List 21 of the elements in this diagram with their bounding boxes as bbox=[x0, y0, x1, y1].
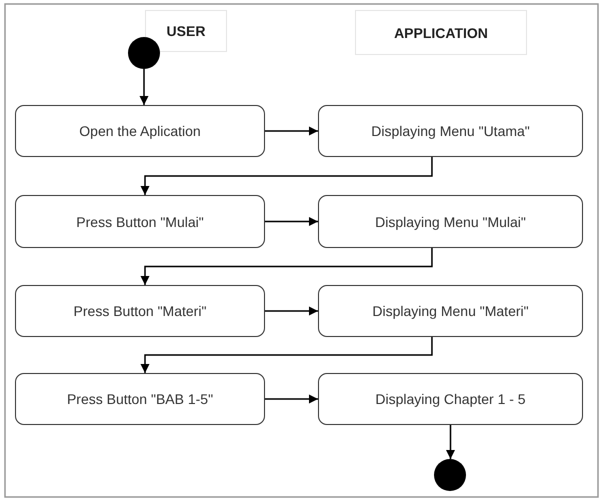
lane-header: USER bbox=[145, 10, 227, 52]
activity-box: Displaying Menu "Materi" bbox=[318, 285, 583, 337]
arrow bbox=[140, 69, 148, 105]
arrow bbox=[265, 306, 318, 316]
activity-box: Press Button "Materi" bbox=[15, 285, 265, 337]
arrow bbox=[140, 248, 433, 285]
activity-box: Displaying Chapter 1 - 5 bbox=[318, 373, 583, 425]
arrow bbox=[446, 425, 455, 459]
lane-header: APPLICATION bbox=[355, 10, 527, 55]
arrow bbox=[265, 126, 318, 136]
activity-box: Press Button "Mulai" bbox=[15, 195, 265, 248]
activity-box: Displaying Menu "Mulai" bbox=[318, 195, 583, 248]
activity-box: Open the Aplication bbox=[15, 105, 265, 157]
arrow bbox=[140, 337, 433, 373]
arrow bbox=[265, 217, 318, 226]
start-node bbox=[128, 37, 160, 69]
arrow bbox=[140, 157, 433, 195]
arrow bbox=[265, 394, 318, 404]
end-node bbox=[434, 459, 466, 491]
activity-box: Press Button "BAB 1-5" bbox=[15, 373, 265, 425]
activity-box: Displaying Menu "Utama" bbox=[318, 105, 583, 157]
